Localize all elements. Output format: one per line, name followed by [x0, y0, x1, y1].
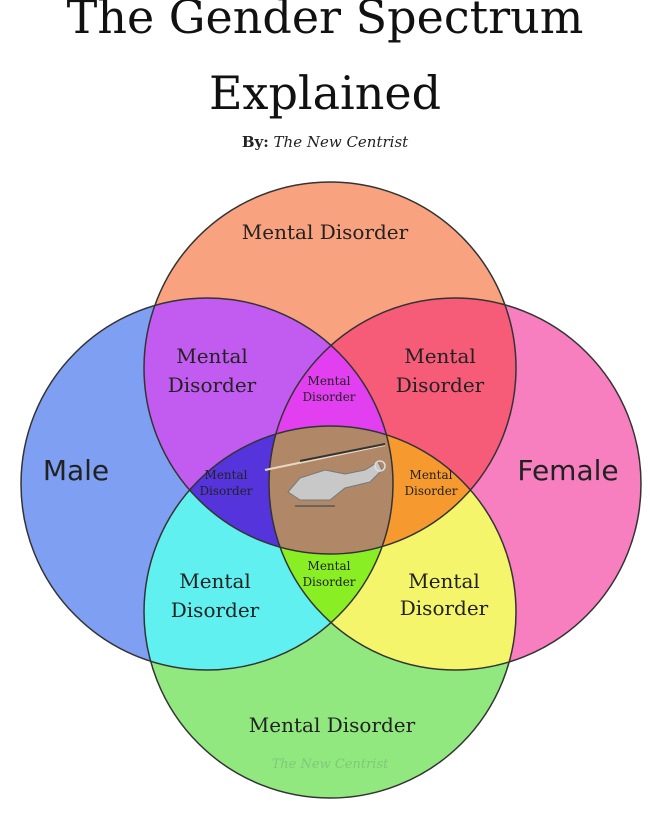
circle-outlines: [20, 181, 642, 799]
label-left-center-2: Disorder: [199, 484, 252, 498]
label-bottom: Mental Disorder: [249, 713, 416, 737]
label-top-right-1: Mental: [404, 344, 476, 368]
title-line-1: The Gender Spectrum: [66, 0, 584, 44]
circle-female: [268, 297, 642, 671]
byline: By: The New Centrist: [0, 133, 650, 151]
label-top-right-2: Disorder: [396, 373, 485, 397]
label-top: Mental Disorder: [242, 220, 409, 244]
byline-prefix: By:: [241, 133, 269, 151]
label-bottom-right-1: Mental: [408, 569, 480, 593]
helicopter-image: [264, 443, 386, 507]
label-top-center-2: Disorder: [302, 390, 355, 404]
title-line-2: Explained: [208, 66, 442, 120]
label-bottom-center-2: Disorder: [302, 575, 355, 589]
label-bottom-right-2: Disorder: [400, 596, 489, 620]
watermark: The New Centrist: [272, 757, 389, 772]
label-female: Female: [517, 454, 618, 487]
label-male: Male: [43, 454, 109, 487]
byline-author: The New Centrist: [273, 133, 409, 151]
label-left-center-1: Mental: [205, 468, 248, 482]
label-bottom-center-1: Mental: [308, 559, 351, 573]
label-right-center-2: Disorder: [404, 484, 457, 498]
label-top-left-1: Mental: [176, 344, 248, 368]
label-top-left-2: Disorder: [168, 373, 257, 397]
label-bottom-left-1: Mental: [179, 569, 251, 593]
label-top-center-1: Mental: [308, 374, 351, 388]
circle-top: [143, 181, 517, 555]
circle-male: [20, 297, 394, 671]
label-right-center-1: Mental: [410, 468, 453, 482]
label-bottom-left-2: Disorder: [171, 598, 260, 622]
circle-bottom: [143, 425, 517, 799]
